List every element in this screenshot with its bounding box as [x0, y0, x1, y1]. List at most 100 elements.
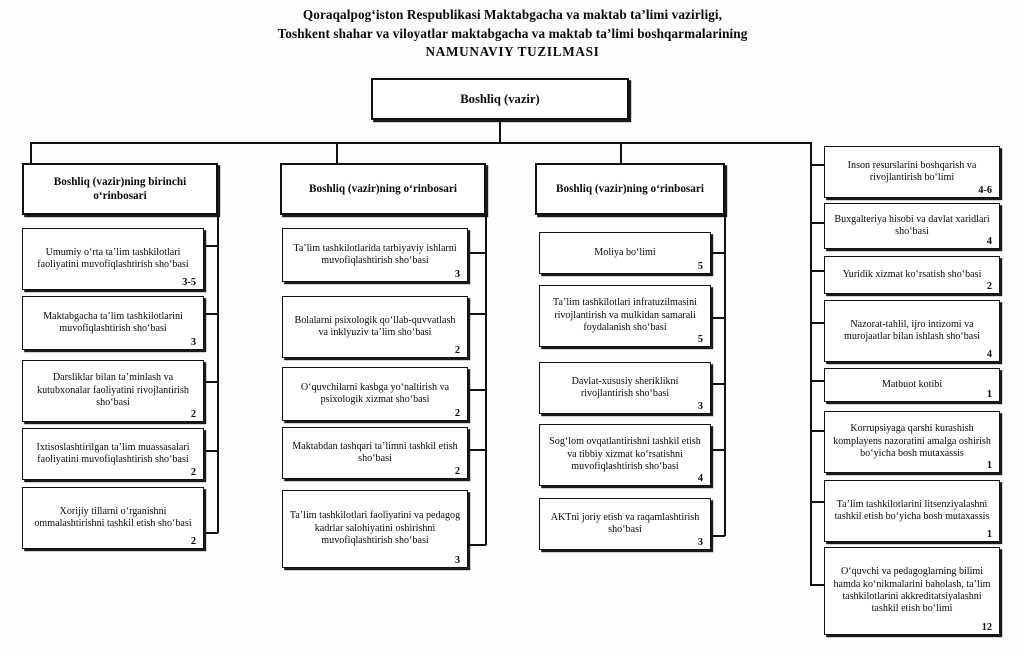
column-1-item-2-count: 3: [190, 337, 196, 348]
column-4-item-1-label: Inson resurslarini boshqarish va rivojla…: [847, 159, 977, 183]
connector-spine-col4: [810, 142, 812, 585]
column-1-item-4[interactable]: Ixtisoslashtirilgan ta’lim muassasalari …: [22, 428, 204, 480]
connector-stub-c3-5: [711, 535, 725, 537]
chart-title: Qoraqalpog‘iston Respublikasi Maktabgach…: [190, 6, 835, 62]
column-2-item-1[interactable]: Ta’lim tashkilotlarida tarbiyaviy ishlar…: [282, 228, 468, 282]
connector-stub-c4-8: [810, 584, 824, 586]
column-4-item-7[interactable]: Ta’lim tashkilotlarini litsenziyalashni …: [824, 480, 1000, 542]
connector-stub-c3-4: [711, 449, 725, 451]
column-2-header[interactable]: Boshliq (vazir)ning o‘rinbosari: [280, 163, 486, 215]
column-1-item-3-label: Darsliklar bilan ta’minlash va kutubxona…: [37, 372, 189, 409]
connector-stub-c4-7: [810, 501, 824, 503]
root-node-minister[interactable]: Boshliq (vazir): [371, 78, 629, 120]
column-3-item-5-label: AKTni joriy etish va raqamlashtirish sho…: [550, 511, 700, 535]
column-1-item-2[interactable]: Maktabgacha ta’lim tashkilotlarini muvof…: [22, 296, 204, 350]
column-3-item-1[interactable]: Moliya bo‘limi 5: [539, 232, 711, 274]
column-2-item-5[interactable]: Ta’lim tashkilotlari faoliyatini va peda…: [282, 490, 468, 568]
column-4-item-4[interactable]: Nazorat-tahlil, ijro intizomi va murojaa…: [824, 300, 1000, 362]
column-2-item-4-count: 2: [454, 466, 460, 477]
column-4-item-5-count: 1: [986, 389, 992, 400]
connector-stub-c1-2: [204, 313, 218, 315]
column-4-item-8-label: O‘quvchi va pedagoglarning bilimi hamda …: [833, 566, 991, 615]
column-2-item-3[interactable]: O‘quvchilarni kasbga yo‘naltirish va psi…: [282, 367, 468, 421]
column-1-item-5-count: 2: [190, 536, 196, 547]
column-4-item-8[interactable]: O‘quvchi va pedagoglarning bilimi hamda …: [824, 547, 1000, 635]
column-4-item-2-count: 4: [986, 236, 992, 247]
column-1-item-1-label: Umumiy o‘rta ta’lim tashkilotlari faoliy…: [37, 246, 189, 270]
connector-stub-c4-5: [810, 380, 824, 382]
connector-stub-c2-1: [468, 252, 486, 254]
column-4-item-3-label: Yuridik xizmat ko‘rsatish sho‘basi: [842, 268, 982, 280]
title-line-1: Qoraqalpog‘iston Respublikasi Maktabgach…: [302, 7, 723, 22]
column-3-item-5-count: 3: [697, 537, 703, 548]
column-1-header-label: Boshliq (vazir)ning birinchi o‘rinbosari: [53, 176, 187, 202]
column-4-item-7-label: Ta’lim tashkilotlarini litsenziyalashni …: [834, 498, 990, 522]
column-2-item-4[interactable]: Maktabdan tashqari ta’limni tashkil etis…: [282, 427, 468, 479]
connector-spine-col1: [217, 215, 219, 533]
column-3-item-2[interactable]: Ta’lim tashkilotlari infratuzilmasini ri…: [539, 285, 711, 347]
connector-stub-c2-5: [468, 544, 486, 546]
connector-stub-c4-1: [810, 164, 824, 166]
column-3-header[interactable]: Boshliq (vazir)ning o‘rinbosari: [535, 163, 725, 215]
column-4-item-6-label: Korrupsiyaga qarshi kurashish komplayens…: [833, 423, 991, 460]
column-4-item-6[interactable]: Korrupsiyaga qarshi kurashish komplayens…: [824, 411, 1000, 473]
title-line-3: NAMUNAVIY TUZILMASI: [425, 44, 600, 59]
column-3-item-4-label: Sog‘lom ovqatlantirishni tashkil etish v…: [549, 436, 701, 473]
connector-stub-c4-3: [810, 270, 824, 272]
column-4-item-2-label: Buxgalteriya hisobi va davlat xaridlari …: [834, 213, 990, 237]
column-4-item-8-count: 12: [981, 622, 992, 633]
connector-stub-c1-4: [204, 450, 218, 452]
connector-stub-c3-3: [711, 383, 725, 385]
connector-stub-c4-2: [810, 222, 824, 224]
connector-stub-c1-3: [204, 381, 218, 383]
root-node-label: Boshliq (vazir): [460, 92, 540, 106]
column-3-item-5[interactable]: AKTni joriy etish va raqamlashtirish sho…: [539, 498, 711, 550]
connector-stub-c2-2: [468, 313, 486, 315]
column-2-item-5-count: 3: [454, 555, 460, 566]
connector-stub-c1-5: [204, 532, 218, 534]
column-1-item-3[interactable]: Darsliklar bilan ta’minlash va kutubxona…: [22, 360, 204, 422]
column-2-item-2-count: 2: [454, 345, 460, 356]
column-1-header[interactable]: Boshliq (vazir)ning birinchi o‘rinbosari: [22, 163, 218, 215]
connector-drop-col1: [30, 142, 32, 165]
column-1-item-4-label: Ixtisoslashtirilgan ta’lim muassasalari …: [36, 441, 190, 465]
column-4-item-7-count: 1: [986, 529, 992, 540]
column-3-item-3[interactable]: Davlat-xususiy sheriklikni rivojlantiris…: [539, 362, 711, 414]
column-2-item-3-count: 2: [454, 408, 460, 419]
column-2-item-2[interactable]: Bolalarni psixologik qo‘llab-quvvatlash …: [282, 296, 468, 358]
column-4-item-1[interactable]: Inson resurslarini boshqarish va rivojla…: [824, 146, 1000, 198]
column-4-item-2[interactable]: Buxgalteriya hisobi va davlat xaridlari …: [824, 203, 1000, 249]
column-1-item-1-count: 3-5: [182, 277, 196, 288]
connector-stub-c4-6: [810, 430, 824, 432]
column-1-item-4-count: 2: [190, 467, 196, 478]
connector-drop-col3: [620, 142, 622, 165]
column-1-item-2-label: Maktabgacha ta’lim tashkilotlarini muvof…: [43, 310, 183, 334]
title-line-2: Toshkent shahar va viloyatlar maktabgach…: [277, 25, 748, 41]
connector-stub-c2-4: [468, 449, 486, 451]
column-2-item-1-count: 3: [454, 269, 460, 280]
column-3-item-2-count: 5: [697, 334, 703, 345]
column-2-item-3-label: O‘quvchilarni kasbga yo‘naltirish va psi…: [300, 381, 450, 405]
column-3-item-2-label: Ta’lim tashkilotlari infratuzilmasini ri…: [553, 297, 697, 334]
column-1-item-5[interactable]: Xorijiy tillarni o‘rganishni ommalashtir…: [22, 487, 204, 549]
column-2-item-2-label: Bolalarni psixologik qo‘llab-quvvatlash …: [294, 314, 456, 338]
column-3-header-label: Boshliq (vazir)ning o‘rinbosari: [556, 183, 704, 195]
column-1-item-1[interactable]: Umumiy o‘rta ta’lim tashkilotlari faoliy…: [22, 228, 204, 290]
column-4-item-5[interactable]: Matbuot kotibi 1: [824, 368, 1000, 402]
column-3-item-4[interactable]: Sog‘lom ovqatlantirishni tashkil etish v…: [539, 424, 711, 486]
connector-stub-c4-4: [810, 322, 824, 324]
column-4-item-1-count: 4-6: [978, 185, 992, 196]
column-4-item-3[interactable]: Yuridik xizmat ko‘rsatish sho‘basi 2: [824, 256, 1000, 294]
column-2-item-1-label: Ta’lim tashkilotlarida tarbiyaviy ishlar…: [293, 242, 457, 266]
connector-main-bus: [30, 142, 812, 144]
column-2-header-label: Boshliq (vazir)ning o‘rinbosari: [309, 183, 457, 195]
column-4-item-5-label: Matbuot kotibi: [881, 378, 943, 390]
connector-spine-col3: [724, 215, 726, 536]
column-3-item-4-count: 4: [697, 473, 703, 484]
column-3-item-1-label: Moliya bo‘limi: [594, 246, 656, 258]
column-4-item-4-count: 4: [986, 349, 992, 360]
column-2-item-5-label: Ta’lim tashkilotlari faoliyatini va peda…: [289, 510, 461, 547]
connector-spine-col2: [485, 215, 487, 545]
connector-root-stem: [499, 120, 501, 143]
